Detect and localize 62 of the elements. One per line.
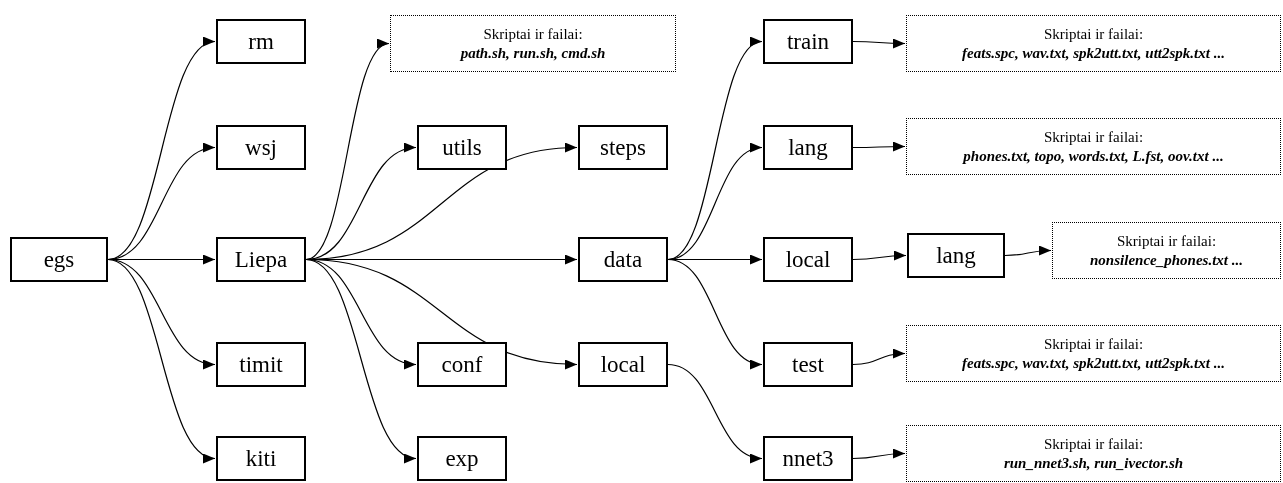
arrow: [852, 141, 906, 152]
folder-name: train: [786, 30, 830, 53]
arrow: [852, 38, 906, 49]
file-list: path.sh, run.sh, cmd.sh: [460, 43, 606, 63]
folder-name: exp: [445, 447, 479, 470]
folder-box: [216, 125, 306, 170]
box-heading: Skriptai ir failai:: [1116, 231, 1217, 251]
box-heading: Skriptai ir failai:: [1043, 24, 1144, 44]
file-list: run_nnet3.sh, run_ivector.sh: [1003, 453, 1184, 473]
file-list: phones.txt, topo, words.txt, L.fst, oov.txt ...: [963, 146, 1224, 166]
folder-box: [763, 125, 853, 170]
folder-name: egs: [43, 248, 75, 271]
folder-box: [216, 237, 306, 282]
file-list: feats.spc, wav.txt, spk2utt.txt, utt2spk.txt ...: [962, 43, 1225, 63]
arrow: [667, 363, 763, 462]
folder-box: [216, 436, 306, 481]
box-heading: Skriptai ir failai:: [483, 24, 583, 44]
folder-name: test: [792, 353, 824, 376]
folder-box: [417, 436, 507, 481]
file-list-box: [906, 325, 1281, 382]
folder-name: timit: [239, 353, 283, 376]
folder-name: local: [600, 353, 646, 376]
folder-box: [417, 125, 507, 170]
folder-box: [578, 237, 668, 282]
folder-box: [216, 19, 306, 64]
folder-box: [763, 237, 853, 282]
folder-box: [417, 342, 507, 387]
file-list: feats.spc, wav.txt, spk2utt.txt, utt2spk.txt ...: [962, 353, 1225, 373]
file-list-box: [906, 118, 1281, 175]
arrow: [852, 250, 907, 261]
folder-name: data: [603, 248, 643, 271]
folder-box: [216, 342, 306, 387]
folder-box: [10, 237, 108, 282]
folder-name: wsj: [245, 136, 277, 159]
folder-name: Liepa: [234, 248, 288, 271]
folder-name: rm: [248, 30, 274, 53]
file-list: nonsilence_phones.txt ...: [1090, 250, 1243, 270]
folder-name: kiti: [245, 447, 277, 470]
arrow: [852, 448, 906, 460]
file-list-box: [906, 425, 1281, 482]
folder-name: conf: [441, 353, 483, 376]
folder-box: [763, 342, 853, 387]
arrow: [667, 258, 763, 368]
arrow: [852, 348, 906, 366]
file-list-box: [1052, 222, 1281, 279]
arrow: [1004, 245, 1052, 257]
box-heading: Skriptai ir failai:: [1043, 127, 1144, 147]
file-list-box: [906, 15, 1281, 72]
folder-name: local: [785, 248, 831, 271]
folder-name: steps: [600, 136, 646, 159]
box-heading: Skriptai ir failai:: [1043, 434, 1144, 454]
folder-name: utils: [442, 136, 482, 159]
folder-name: nnet3: [782, 447, 834, 470]
folder-box: [578, 342, 668, 387]
folder-box: [907, 233, 1005, 278]
folder-box: [578, 125, 668, 170]
file-list-box: [390, 15, 676, 72]
box-heading: Skriptai ir failai:: [1043, 334, 1144, 354]
folder-box: [763, 436, 853, 481]
folder-name: lang: [936, 244, 976, 267]
folder-box: [763, 19, 853, 64]
folder-name: lang: [788, 136, 828, 159]
